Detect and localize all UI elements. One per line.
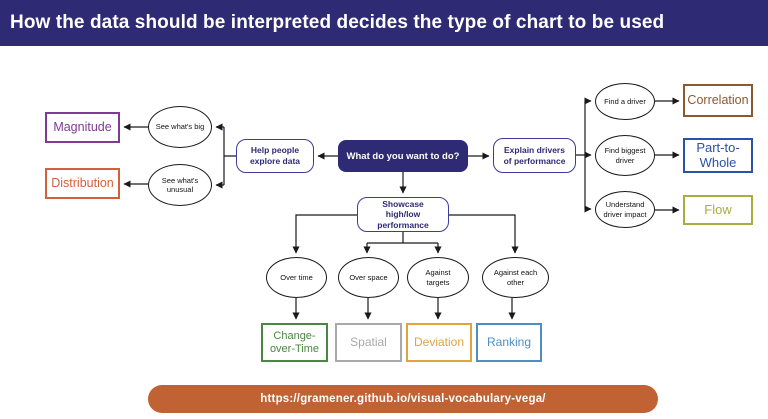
question-ellipse-over-space: Over space bbox=[338, 257, 399, 298]
result-box-ranking: Ranking bbox=[476, 323, 542, 362]
result-box-part-to-whole: Part-to-Whole bbox=[683, 138, 753, 173]
explain-branch-box: Explain drivers of performance bbox=[493, 138, 576, 173]
question-ellipse-see-whats-big: See what's big bbox=[148, 106, 212, 148]
question-ellipse-find-a-driver: Find a driver bbox=[595, 83, 655, 120]
title-banner: How the data should be interpreted decid… bbox=[0, 0, 768, 46]
explore-branch-box: Help people explore data bbox=[236, 139, 314, 173]
question-ellipse-against-targets: Against targets bbox=[407, 257, 469, 298]
page-title: How the data should be interpreted decid… bbox=[10, 12, 665, 33]
result-box-change-over-time: Change-over-Time bbox=[261, 323, 328, 362]
result-box-distribution: Distribution bbox=[45, 168, 120, 199]
result-box-correlation: Correlation bbox=[683, 84, 753, 117]
question-ellipse-find-biggest-driver: Find biggest driver bbox=[595, 135, 655, 176]
result-box-magnitude: Magnitude bbox=[45, 112, 120, 143]
result-box-deviation: Deviation bbox=[406, 323, 472, 362]
question-ellipse-see-whats-unusual: See what's unusual bbox=[148, 164, 212, 206]
question-ellipse-against-each-other: Against each other bbox=[482, 257, 549, 298]
question-ellipse-over-time: Over time bbox=[266, 257, 327, 298]
footer-url-pill[interactable]: https://gramener.github.io/visual-vocabu… bbox=[148, 385, 658, 413]
showcase-branch-box: Showcase high/low performance bbox=[357, 197, 449, 232]
result-box-spatial: Spatial bbox=[335, 323, 402, 362]
question-ellipse-understand-driver-impact: Understand driver impact bbox=[595, 191, 655, 228]
root-question-box: What do you want to do? bbox=[338, 140, 468, 172]
result-box-flow: Flow bbox=[683, 195, 753, 225]
footer-url-text: https://gramener.github.io/visual-vocabu… bbox=[260, 393, 546, 405]
